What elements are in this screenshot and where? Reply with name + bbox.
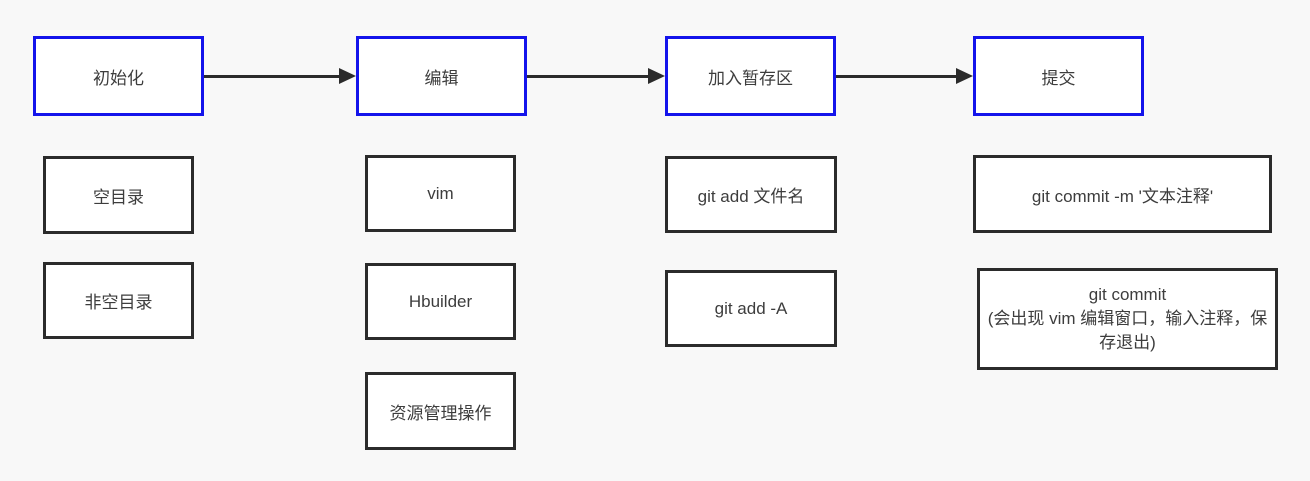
stage-box-commit: 提交 (973, 36, 1144, 116)
arrowhead-icon (956, 68, 973, 84)
arrow-shaft (836, 74, 961, 78)
arrowhead-icon (339, 68, 356, 84)
detail-box-vim: vim (365, 155, 516, 232)
stage-label-staging-area: 加入暂存区 (708, 68, 793, 88)
detail-box-hbuilder: Hbuilder (365, 263, 516, 340)
detail-label: 非空目录 (84, 293, 153, 312)
stage-box-edit: 编辑 (356, 36, 527, 116)
stage-label-commit: 提交 (1041, 68, 1076, 88)
detail-box-resource-manager: 资源管理操作 (365, 372, 516, 450)
detail-box-nonempty-directory: 非空目录 (43, 262, 194, 339)
arrow-shaft (527, 74, 653, 78)
arrow-shaft (204, 74, 344, 78)
detail-box-git-add-filename: git add 文件名 (665, 156, 837, 233)
detail-box-git-commit-note: git commit (会出现 vim 编辑窗口，输入注释，保存退出) (977, 268, 1278, 370)
detail-label: vim (427, 183, 454, 203)
arrowhead-icon (648, 68, 665, 84)
detail-label: git add 文件名 (697, 187, 805, 206)
detail-box-git-commit-m: git commit -m '文本注释' (973, 155, 1272, 233)
detail-box-git-add-a: git add -A (665, 270, 837, 347)
stage-box-initialize: 初始化 (33, 36, 204, 116)
detail-label: git commit -m '文本注释' (1031, 186, 1214, 206)
stage-label-edit: 编辑 (424, 68, 459, 88)
detail-box-empty-directory: 空目录 (43, 156, 194, 234)
stage-box-staging-area: 加入暂存区 (665, 36, 836, 116)
detail-label: 资源管理操作 (389, 403, 492, 423)
detail-label: 空目录 (93, 187, 144, 207)
git-commit-title: git commit (1088, 285, 1167, 304)
stage-label-initialize: 初始化 (93, 68, 144, 88)
git-commit-note: (会出现 vim 编辑窗口，输入注释，保存退出) (987, 309, 1268, 352)
detail-label: Hbuilder (408, 291, 473, 311)
detail-label: git add -A (714, 298, 788, 318)
